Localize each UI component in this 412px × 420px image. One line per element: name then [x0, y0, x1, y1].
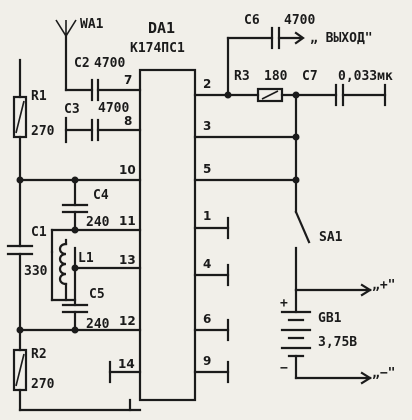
battery-plus-sign: + — [280, 296, 288, 311]
sa1-ref: SA1 — [319, 230, 343, 245]
pin-11: 11 — [119, 214, 136, 228]
r3-value: 180 — [264, 69, 288, 84]
ic-ref: DA1 — [148, 19, 175, 37]
l1-ref: L1 — [78, 251, 94, 266]
pin-12: 12 — [119, 314, 136, 328]
pin-2: 2 — [203, 77, 211, 91]
r3-ref: R3 — [234, 69, 250, 84]
c2-ref: C2 — [74, 56, 90, 71]
antenna-ref: WA1 — [80, 17, 104, 32]
ic-body — [138, 68, 197, 402]
gb1-value: 3,75В — [318, 335, 357, 350]
r2-ref: R2 — [31, 347, 47, 362]
pin-6: 6 — [203, 312, 211, 326]
inductor-l1 — [58, 242, 68, 286]
ic-part: К174ПС1 — [130, 41, 185, 56]
c4-ref: C4 — [93, 188, 109, 203]
pin-4: 4 — [203, 257, 211, 271]
pin-5: 5 — [203, 162, 211, 176]
antenna-symbol — [55, 19, 77, 92]
pin-7: 7 — [124, 73, 132, 87]
c4-value: 240 — [86, 215, 110, 230]
capacitor-c2 — [64, 78, 142, 102]
pin-10: 10 — [119, 163, 136, 177]
r1-value: 270 — [31, 124, 55, 139]
pin-14: 14 — [118, 357, 135, 371]
c6-ref: C6 — [244, 13, 260, 28]
c7-value: 0,033мк — [338, 69, 393, 84]
pin-1: 1 — [203, 209, 211, 223]
switch-sa1 — [294, 210, 311, 244]
output-label: „ ВЫХОД" — [310, 31, 373, 46]
pin-9: 9 — [203, 354, 211, 368]
c7-ref: C7 — [302, 69, 318, 84]
pin-13: 13 — [119, 253, 136, 267]
pin-8: 8 — [124, 114, 132, 128]
c2-value: 4700 — [94, 56, 125, 71]
c5-value: 240 — [86, 317, 110, 332]
c5-ref: C5 — [89, 287, 105, 302]
c6-value: 4700 — [284, 13, 315, 28]
r2-value: 270 — [31, 377, 55, 392]
c3-value: 4700 — [98, 101, 129, 116]
terminal-plus-label: „+" — [372, 278, 395, 293]
battery-minus-sign: − — [280, 361, 288, 376]
terminal-minus-label: „−" — [372, 366, 395, 381]
pin-3: 3 — [203, 119, 211, 133]
r1-ref: R1 — [31, 89, 47, 104]
gb1-ref: GB1 — [318, 311, 342, 326]
c1-ref: C1 — [31, 225, 47, 240]
capacitor-c3 — [64, 116, 142, 144]
battery-gb1 — [280, 310, 312, 358]
capacitor-c1 — [6, 244, 34, 256]
c1-value: 330 — [24, 264, 48, 279]
c3-ref: C3 — [64, 102, 80, 117]
